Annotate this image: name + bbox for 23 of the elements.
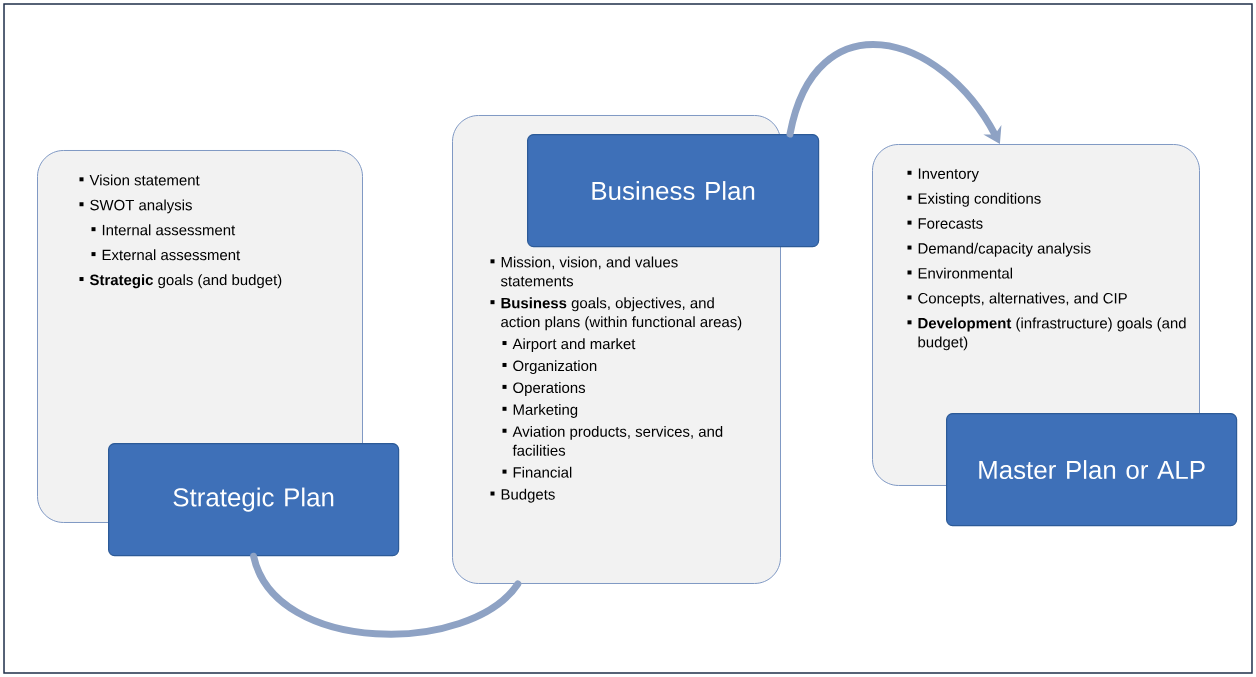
title-box: Strategic Plan	[108, 443, 400, 557]
bullet-item: Organization	[513, 360, 597, 375]
bullet-item: Internal assessment	[102, 224, 236, 236]
bullet-item: SWOT analysis	[90, 199, 192, 214]
bullet-item: Airport and market	[512, 338, 636, 353]
title-box: Business Plan	[527, 134, 820, 248]
bullet-item: Development (infrastructure) goals (and budget)	[918, 317, 1186, 351]
bullet-item: Demand/capacity analysis	[918, 242, 1091, 257]
bullet-item: Vision statement	[89, 174, 200, 186]
bullet-item: Strategic goals (and budget)	[89, 274, 282, 289]
bullet-item: Forecasts	[918, 218, 983, 229]
bullet-item: Financial	[513, 466, 572, 478]
bullet-item: Budgets	[501, 488, 555, 503]
bullet-item: Operations	[513, 382, 586, 396]
bullet-item: Concepts, alternatives, and CIP	[918, 292, 1127, 307]
bullet-item: Inventory	[918, 168, 979, 182]
bullet-item: Business goals, objectives, and action plans (within functional areas)	[501, 297, 742, 331]
bullet-item: Aviation products, services, and facilities	[512, 425, 723, 456]
bullet-item: External assessment	[102, 249, 241, 261]
bullet-item: Existing conditions	[918, 192, 1041, 207]
title-box: Master Plan or ALP	[946, 413, 1238, 527]
bullet-item: Environmental	[918, 267, 1012, 279]
bullet-item: Marketing	[513, 404, 578, 418]
